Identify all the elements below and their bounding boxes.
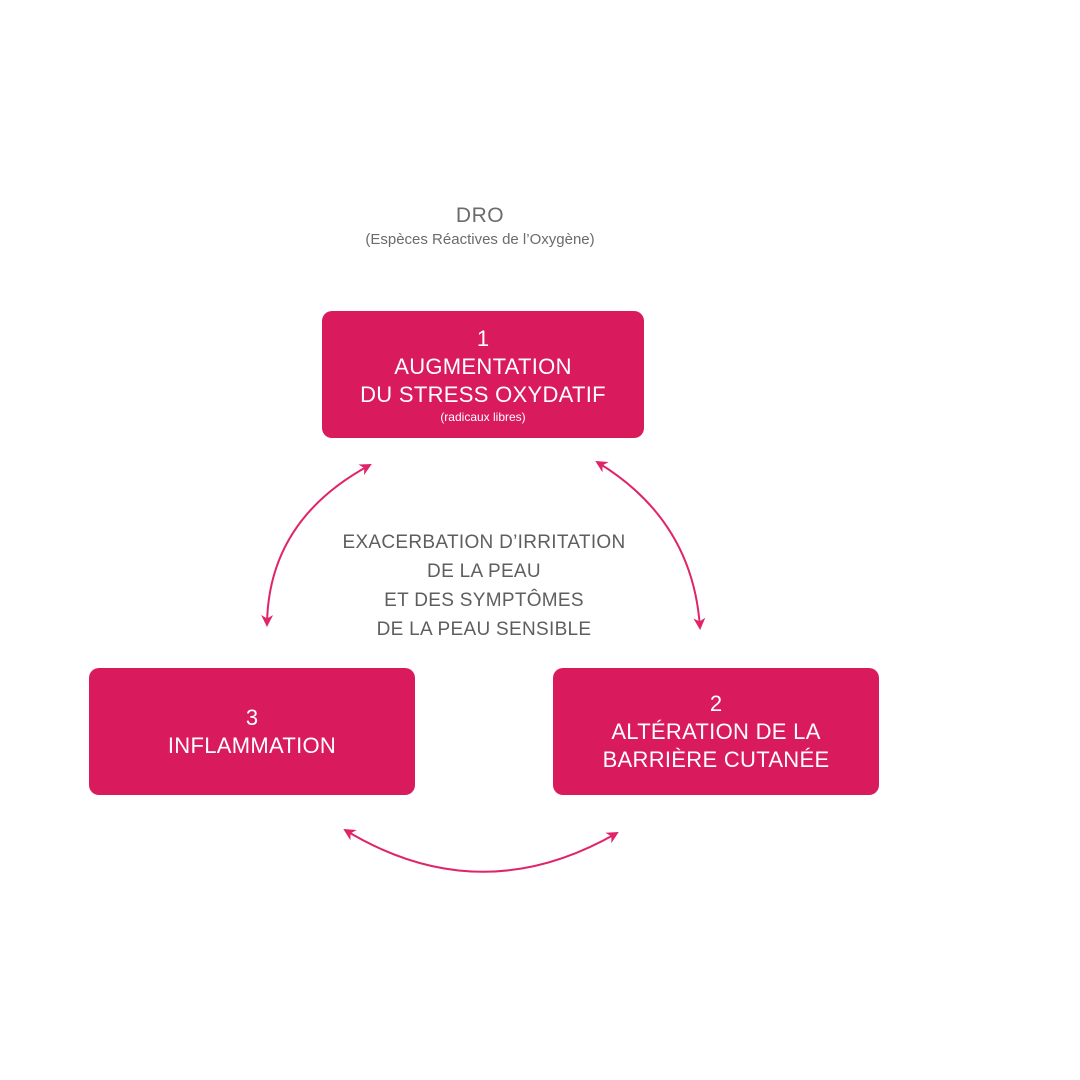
- center-description: EXACERBATION D’IRRITATION DE LA PEAU ET …: [300, 528, 668, 644]
- step-1-box: 1 AUGMENTATION DU STRESS OXYDATIF (radic…: [322, 311, 644, 438]
- center-line-1: EXACERBATION D’IRRITATION: [342, 532, 626, 553]
- header-subtitle: (Espèces Réactives de l’Oxygène): [365, 231, 595, 248]
- arrow-box3-box2: [343, 828, 619, 873]
- step-2-number: 2: [709, 690, 723, 716]
- step-1-line-1: AUGMENTATION: [394, 353, 572, 379]
- step-2-box: 2 ALTÉRATION DE LA BARRIÈRE CUTANÉE: [553, 668, 879, 795]
- step-2-line-2: BARRIÈRE CUTANÉE: [602, 746, 830, 772]
- step-3-number: 3: [245, 704, 259, 730]
- center-line-3: ET DES SYMPTÔMES: [384, 590, 584, 611]
- arrow-box1-box3: [261, 464, 372, 627]
- step-3-box: 3 INFLAMMATION: [89, 668, 415, 795]
- step-1-note: (radicaux libres): [440, 409, 526, 424]
- step-1-line-2: DU STRESS OXYDATIF: [360, 381, 606, 407]
- arrow-box1-box2: [595, 460, 706, 630]
- step-1-number: 1: [476, 325, 490, 351]
- header-title: DRO: [455, 204, 505, 227]
- center-line-2: DE LA PEAU: [427, 561, 541, 582]
- step-2-line-1: ALTÉRATION DE LA: [611, 718, 821, 744]
- diagram-header: DRO (Espèces Réactives de l’Oxygène): [240, 202, 720, 250]
- step-3-line-1: INFLAMMATION: [167, 732, 337, 758]
- center-line-4: DE LA PEAU SENSIBLE: [376, 619, 592, 640]
